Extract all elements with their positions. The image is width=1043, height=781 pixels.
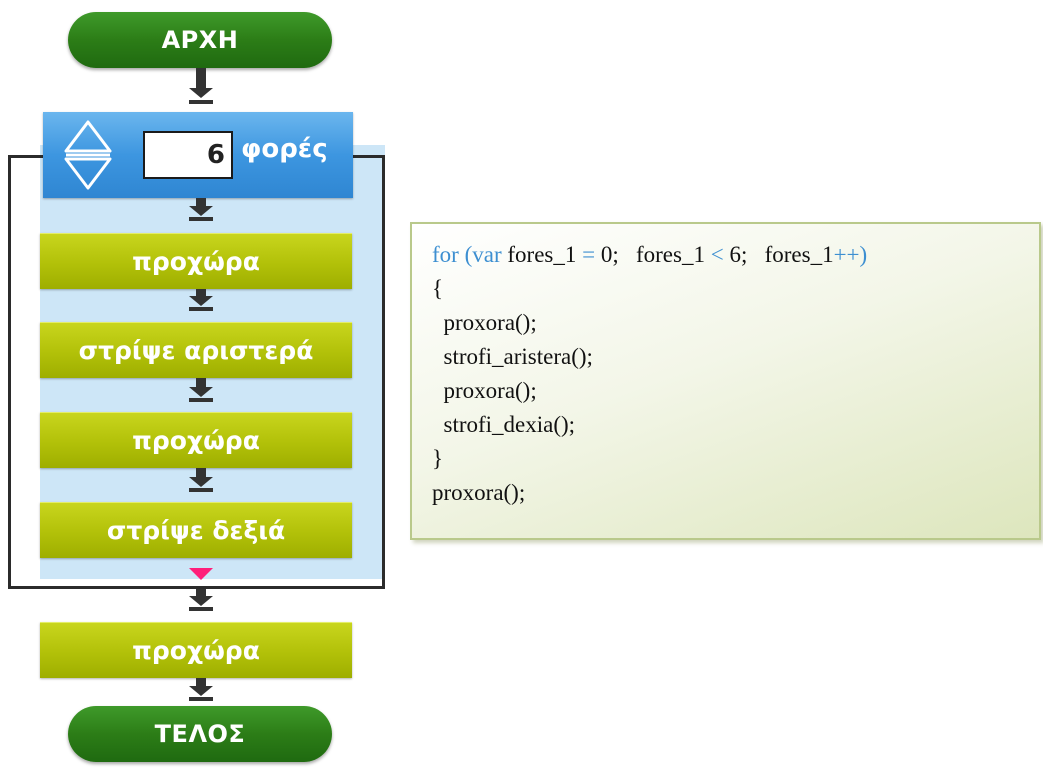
code-keyword-for: for xyxy=(432,242,459,267)
connector-bar xyxy=(189,488,213,492)
code-text: 0; fores_1 xyxy=(595,242,711,267)
code-brace-open: { xyxy=(432,276,444,301)
arrow-down-icon xyxy=(189,387,213,397)
stepper-icon[interactable] xyxy=(63,118,113,192)
connector xyxy=(196,198,206,208)
code-operator: = xyxy=(582,242,596,267)
move-forward-block[interactable]: προχώρα xyxy=(40,622,352,678)
arrow-down-icon xyxy=(189,477,213,487)
arrow-down-icon xyxy=(189,296,213,306)
code-paren: ) xyxy=(859,242,868,267)
loop-outline-top-right xyxy=(349,155,385,158)
move-forward-block[interactable]: προχώρα xyxy=(40,412,352,468)
loop-outline xyxy=(8,157,385,589)
connector-bar xyxy=(189,217,213,221)
turn-left-block[interactable]: στρίψε αριστερά xyxy=(40,322,352,378)
code-line-for: for (var fores_1 = 0; fores_1 < 6; fores… xyxy=(432,238,1019,272)
code-line: proxora(); xyxy=(432,480,526,505)
arrow-down-icon xyxy=(189,206,213,216)
code-paren: ( xyxy=(458,242,473,267)
repeat-block[interactable]: 6 φορές xyxy=(43,112,353,198)
code-text: 6; fores_1 xyxy=(723,242,834,267)
connector-bar xyxy=(189,100,213,104)
code-panel: for (var fores_1 = 0; fores_1 < 6; fores… xyxy=(410,222,1041,540)
connector xyxy=(196,678,206,688)
connector xyxy=(196,468,206,478)
code-operator: < xyxy=(710,242,724,267)
connector-bar xyxy=(189,307,213,311)
block-label: προχώρα xyxy=(132,425,260,455)
start-label: ΑΡΧΗ xyxy=(161,26,239,54)
code-text: fores_1 xyxy=(501,242,583,267)
arrow-down-icon xyxy=(189,686,213,696)
repeat-count-input[interactable]: 6 xyxy=(143,131,233,179)
turn-right-block[interactable]: στρίψε δεξιά xyxy=(40,502,352,558)
arrow-down-icon xyxy=(189,88,213,98)
code-brace-close: } xyxy=(432,446,444,471)
block-label: προχώρα xyxy=(132,635,260,665)
code-line: proxora(); xyxy=(432,378,537,403)
repeat-count-value: 6 xyxy=(206,140,225,170)
block-label: στρίψε αριστερά xyxy=(78,335,314,365)
code-line: strofi_aristera(); xyxy=(432,344,593,369)
arrow-down-icon xyxy=(189,596,213,606)
loop-end-arrow-icon xyxy=(189,568,213,580)
code-keyword-var: var xyxy=(472,242,502,267)
move-forward-block[interactable]: προχώρα xyxy=(40,233,352,289)
block-label: στρίψε δεξιά xyxy=(106,515,286,545)
connector xyxy=(196,68,206,88)
end-block[interactable]: ΤΕΛΟΣ xyxy=(68,706,332,762)
code-line: strofi_dexia(); xyxy=(432,412,576,437)
code-operator: ++ xyxy=(833,242,860,267)
connector-bar xyxy=(189,398,213,402)
repeat-unit-label: φορές xyxy=(241,134,328,164)
connector-bar xyxy=(189,697,213,701)
connector xyxy=(196,289,206,297)
connector xyxy=(196,378,206,388)
block-label: προχώρα xyxy=(132,246,260,276)
loop-outline-top-left xyxy=(8,155,45,158)
connector xyxy=(196,589,206,597)
end-label: ΤΕΛΟΣ xyxy=(154,720,246,748)
start-block[interactable]: ΑΡΧΗ xyxy=(68,12,332,68)
code-line: proxora(); xyxy=(432,310,537,335)
connector-bar xyxy=(189,607,213,611)
